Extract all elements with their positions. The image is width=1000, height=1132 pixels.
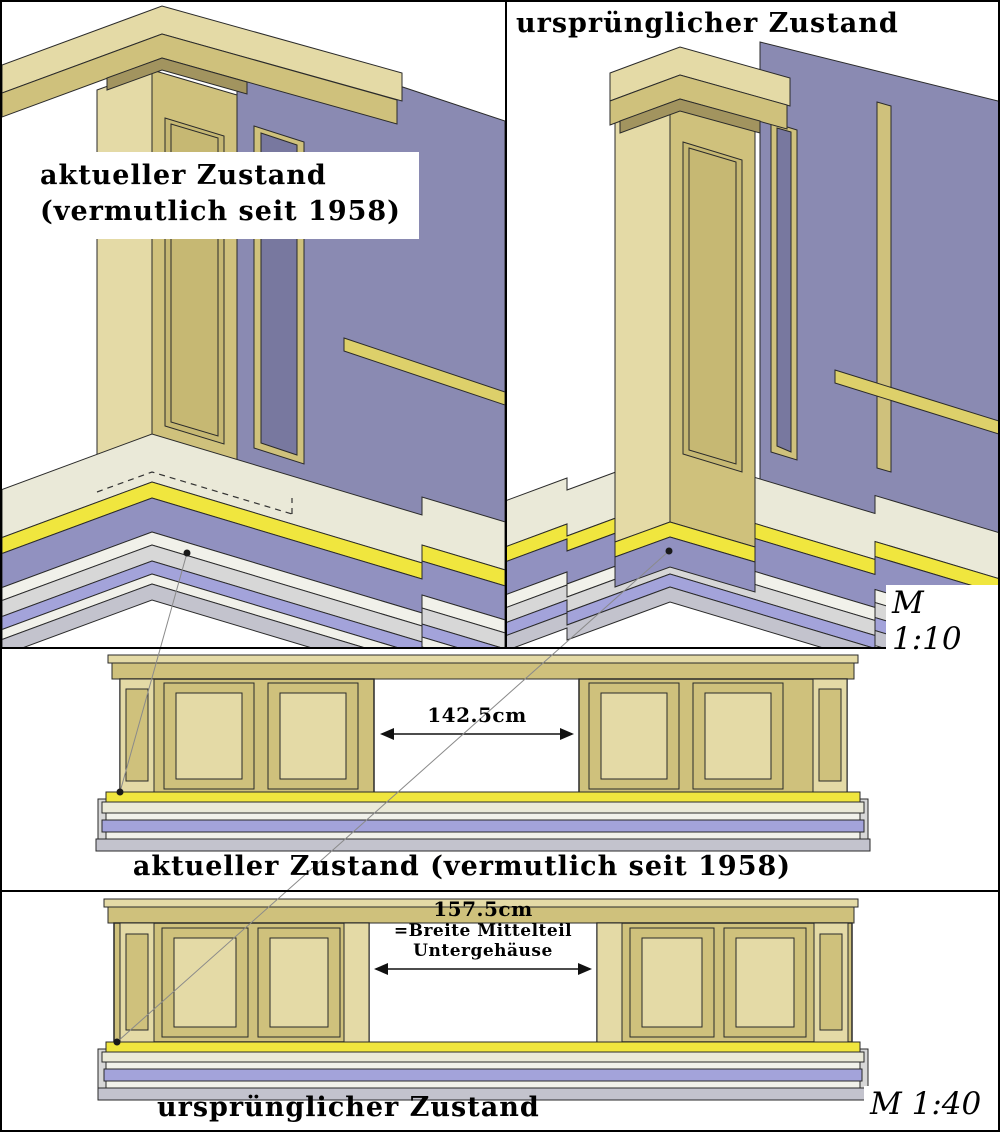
title-original-state: ursprünglicher Zustand xyxy=(516,8,899,39)
base-moldings xyxy=(97,1041,869,1101)
panel xyxy=(269,937,329,1028)
dimension-original: 157.5cm xyxy=(433,897,533,921)
panel xyxy=(735,937,795,1028)
dimension-current: 142.5cm xyxy=(427,703,527,727)
panel xyxy=(641,937,703,1028)
panel xyxy=(173,937,237,1028)
pilaster-inner xyxy=(596,922,623,1043)
corner-pilaster xyxy=(96,69,238,468)
divider-top-middle xyxy=(2,647,998,649)
label-current-state-line1: aktueller Zustand xyxy=(40,160,327,191)
pilaster-panel xyxy=(818,688,842,782)
divider-vertical xyxy=(505,2,507,647)
pilaster-panel xyxy=(682,141,743,473)
cornice-cap xyxy=(2,5,403,125)
iso-view-original xyxy=(505,2,998,647)
caption-original: ursprünglicher Zustand xyxy=(157,1092,540,1123)
iso-view-current-drawing xyxy=(2,5,505,647)
left-block xyxy=(113,922,370,1043)
scale-label-1-10: M 1:10 xyxy=(886,585,998,657)
pilaster-panel xyxy=(125,933,149,1031)
panel xyxy=(175,692,243,780)
panel xyxy=(704,692,772,780)
removed-pilaster-footprint xyxy=(96,471,293,515)
right-block xyxy=(578,678,848,795)
pilaster-inner xyxy=(343,922,370,1043)
panel xyxy=(600,692,668,780)
right-block xyxy=(596,922,853,1043)
cornice-cap xyxy=(609,46,791,134)
dimension-original-note2: Untergehäuse xyxy=(413,941,553,961)
divider-middle-bottom xyxy=(2,890,998,892)
stile-strip xyxy=(876,101,892,473)
wall-panels xyxy=(759,41,998,567)
caption-current: aktueller Zustand (vermutlich seit 1958) xyxy=(132,851,792,882)
iso-view-original-drawing xyxy=(505,41,998,647)
dimension-arrow xyxy=(380,728,574,740)
cornice xyxy=(107,654,859,680)
panel xyxy=(279,692,347,780)
corner-pilaster xyxy=(614,96,756,593)
dimension-original-note1: =Breite Mittelteil xyxy=(393,921,573,941)
pilaster-panel xyxy=(125,688,149,782)
iso-view-current xyxy=(2,2,505,647)
rail-strip xyxy=(834,369,998,435)
base-moldings xyxy=(95,791,871,852)
rail-strip xyxy=(343,337,505,406)
label-current-state-line2: (vermutlich seit 1958) xyxy=(40,196,401,228)
scale-label-1-40: M 1:40 xyxy=(864,1086,988,1122)
label-current-state: aktueller Zustand (vermutlich seit 1958) xyxy=(34,152,419,239)
tall-panel-inset xyxy=(776,127,792,453)
left-block xyxy=(119,678,375,795)
dimension-arrow xyxy=(374,963,592,975)
pilaster-panel xyxy=(819,933,843,1031)
